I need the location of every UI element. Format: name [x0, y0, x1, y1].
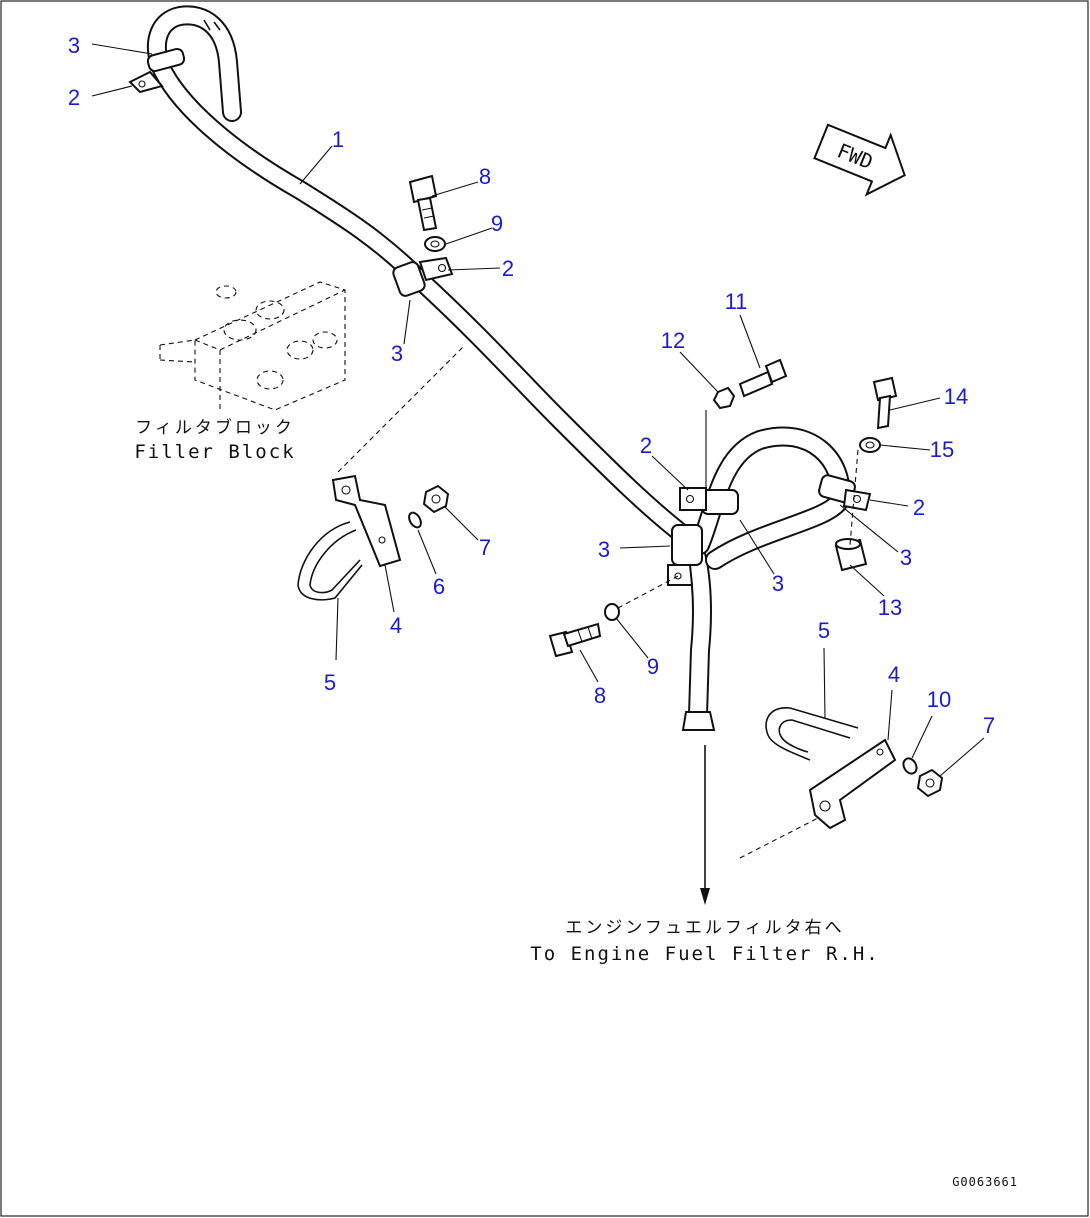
nut-12	[712, 386, 736, 410]
plate-4-right	[808, 738, 897, 830]
callout-15: 15	[930, 437, 954, 462]
washer-9-top	[424, 236, 446, 252]
callout-5: 5	[324, 670, 336, 695]
clamp-upper-right	[679, 474, 872, 515]
washer-9-bottom	[604, 603, 620, 621]
callout-3: 3	[772, 571, 784, 596]
engine-filter-label-jp: エンジンフュエルフィルタ右へ	[565, 918, 844, 938]
callout-13: 13	[878, 595, 902, 620]
callout-10: 10	[927, 687, 951, 712]
u-bolt-5-left	[297, 521, 363, 601]
callout-7: 7	[983, 713, 995, 738]
filter-block-label-jp: フィルタブロック	[135, 417, 295, 438]
callout-3: 3	[68, 33, 80, 58]
clamp-middle	[392, 256, 454, 297]
callouts: 3 2 1 8 9 2 3 11 12 14 15 2 2 3 3 3 13 7…	[68, 33, 995, 738]
u-bolt-5-right	[765, 707, 859, 761]
leader-dash-right	[739, 817, 819, 859]
washer-15	[859, 437, 881, 453]
callout-5: 5	[818, 618, 830, 643]
callout-8: 8	[479, 164, 491, 189]
callout-4: 4	[390, 613, 402, 638]
callout-6: 6	[433, 574, 445, 599]
callout-2: 2	[640, 433, 652, 458]
callout-11: 11	[725, 289, 748, 314]
bolt-8-top	[408, 174, 438, 232]
callout-4: 4	[888, 662, 900, 687]
drawing-code: G0063661	[952, 1175, 1018, 1189]
washer-10	[902, 757, 918, 775]
engine-filter-label-en: To Engine Fuel Filter R.H.	[530, 943, 879, 965]
callout-3: 3	[391, 341, 403, 366]
callout-14: 14	[944, 384, 968, 409]
fwd-arrow-icon: FWD	[813, 123, 906, 197]
nut-7-right	[916, 768, 944, 798]
callout-1: 1	[332, 127, 344, 152]
callout-8: 8	[594, 683, 606, 708]
callout-7: 7	[479, 535, 491, 560]
leader-dash-left	[337, 344, 466, 473]
callout-2: 2	[68, 85, 80, 110]
hose-1	[146, 5, 851, 731]
hose-end-fitting	[681, 711, 716, 731]
washer-6	[408, 511, 422, 529]
callout-2: 2	[502, 256, 514, 281]
filter-block-illustration	[159, 281, 346, 411]
clamp-top-left	[128, 47, 186, 94]
callout-3: 3	[598, 537, 610, 562]
bolt-11	[738, 358, 788, 398]
clamp-center	[667, 524, 703, 586]
filter-block-label-en: Filler Block	[134, 441, 295, 463]
nut-7-left	[422, 484, 450, 514]
leader-lines	[91, 43, 985, 777]
callout-9: 9	[491, 211, 503, 236]
callout-2: 2	[913, 495, 925, 520]
callout-3: 3	[900, 545, 912, 570]
plate-4-left	[331, 474, 402, 568]
bolt-14	[872, 376, 898, 430]
callout-9: 9	[647, 654, 659, 679]
bolt-8-bottom	[548, 622, 602, 658]
callout-12: 12	[661, 328, 685, 353]
spacer-13	[834, 538, 868, 572]
arrow-head-icon	[700, 888, 710, 905]
